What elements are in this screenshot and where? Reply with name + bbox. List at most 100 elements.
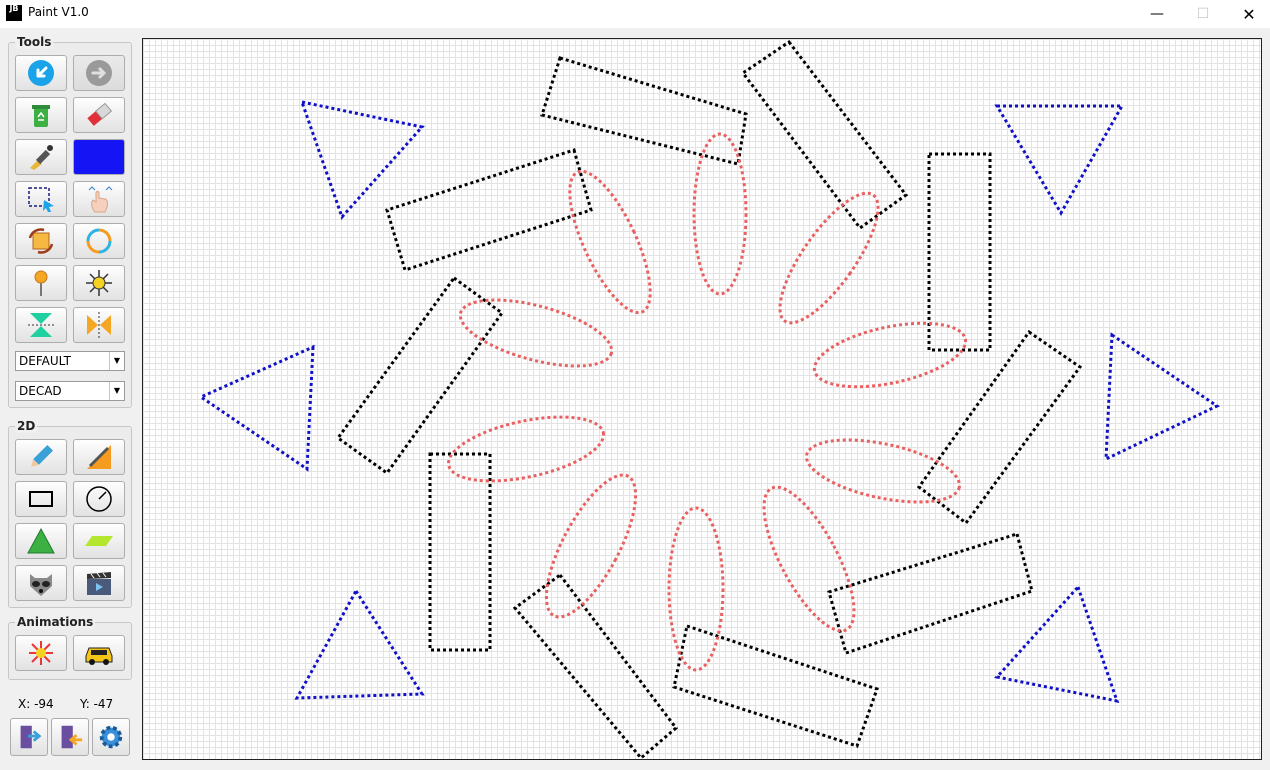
drawing-layer bbox=[197, 39, 1221, 759]
brush-button[interactable] bbox=[15, 139, 67, 175]
recycle-bin-icon bbox=[32, 105, 50, 127]
fireworks-button[interactable] bbox=[15, 635, 67, 671]
clapperboard-button[interactable] bbox=[73, 565, 125, 601]
import-button[interactable] bbox=[10, 718, 48, 756]
sun-icon bbox=[86, 270, 112, 296]
redo-icon bbox=[86, 60, 112, 86]
animations-panel: Animations bbox=[8, 615, 132, 680]
triangle-shape bbox=[994, 104, 1125, 216]
rectangle-shape bbox=[428, 452, 492, 652]
pin-button[interactable] bbox=[15, 265, 67, 301]
minimize-button[interactable]: — bbox=[1150, 6, 1164, 22]
circle-icon bbox=[86, 486, 112, 512]
rectangle-icon bbox=[29, 491, 53, 507]
ellipse-shape bbox=[804, 438, 962, 504]
car-icon bbox=[85, 647, 113, 665]
clapperboard-icon bbox=[87, 572, 111, 595]
ellipse-shape bbox=[544, 473, 638, 619]
flip-horizontal-icon bbox=[87, 312, 111, 338]
tools-panel-title: Tools bbox=[15, 35, 54, 49]
point-button[interactable] bbox=[73, 265, 125, 301]
color-swatch bbox=[74, 140, 124, 174]
y-coordinate: Y: -47 bbox=[80, 697, 114, 711]
pattern-combo[interactable]: DECAD ▼ bbox=[15, 381, 125, 401]
ellipse-shape bbox=[812, 321, 968, 389]
ellipse-shape bbox=[762, 485, 856, 633]
raccoon-icon bbox=[30, 574, 52, 596]
rectangle-shape bbox=[335, 275, 505, 476]
triangle-shape bbox=[994, 584, 1120, 703]
parallelogram-icon bbox=[85, 536, 113, 546]
circular-arrows-icon bbox=[86, 228, 112, 254]
undo-button[interactable] bbox=[15, 55, 67, 91]
2d-panel-title: 2D bbox=[15, 419, 38, 433]
rectangle-shape bbox=[740, 39, 909, 231]
ellipse-shape bbox=[458, 298, 614, 368]
car-button[interactable] bbox=[73, 635, 125, 671]
animations-panel-title: Animations bbox=[15, 615, 96, 629]
triangle-shape bbox=[299, 99, 425, 220]
rotate-shape-button[interactable] bbox=[73, 223, 125, 259]
undo-icon bbox=[28, 60, 54, 86]
tools-panel: Tools bbox=[8, 35, 132, 408]
rectangle-shape bbox=[385, 148, 593, 272]
rectangle-shape bbox=[540, 56, 748, 166]
settings-button[interactable] bbox=[92, 718, 130, 756]
rectangle-shape bbox=[916, 329, 1083, 526]
chevron-down-icon[interactable]: ▼ bbox=[109, 352, 124, 370]
triangle-shape bbox=[1104, 332, 1221, 462]
brush-icon bbox=[30, 145, 53, 170]
eraser-icon bbox=[87, 102, 113, 126]
clear-button[interactable] bbox=[15, 97, 67, 133]
rectangle-shape bbox=[827, 532, 1034, 655]
export-icon bbox=[61, 725, 83, 749]
maximize-button[interactable]: ☐ bbox=[1196, 6, 1210, 22]
pencil-icon bbox=[31, 444, 54, 467]
gear-icon bbox=[99, 725, 123, 749]
style-combo-value: DEFAULT bbox=[19, 354, 71, 368]
style-combo[interactable]: DEFAULT ▼ bbox=[15, 351, 125, 371]
pencil-button[interactable] bbox=[15, 439, 67, 475]
move-hand-icon bbox=[88, 186, 113, 213]
rotate-icon bbox=[28, 228, 54, 254]
window-title: Paint V1.0 bbox=[28, 5, 89, 19]
drawing-canvas[interactable] bbox=[142, 38, 1262, 760]
rectangle-shape bbox=[927, 152, 992, 352]
ruler-pencil-icon bbox=[87, 445, 111, 469]
ellipse-shape bbox=[778, 191, 880, 325]
color-picker-button[interactable] bbox=[73, 139, 125, 175]
flip-vertical-button[interactable] bbox=[15, 307, 67, 343]
eraser-button[interactable] bbox=[73, 97, 125, 133]
select-area-icon bbox=[28, 187, 54, 212]
2d-panel: 2D bbox=[8, 419, 132, 608]
import-icon bbox=[20, 725, 42, 749]
ellipse-shape bbox=[692, 132, 748, 296]
rectangle-shape bbox=[672, 624, 879, 748]
x-coordinate: X: -94 bbox=[18, 697, 54, 711]
triangle-icon bbox=[27, 527, 55, 554]
parallelogram-button[interactable] bbox=[73, 523, 125, 559]
rotate-button[interactable] bbox=[15, 223, 67, 259]
ellipse-shape bbox=[568, 169, 652, 315]
pattern-combo-value: DECAD bbox=[19, 384, 62, 398]
fireworks-icon bbox=[29, 641, 53, 665]
triangle-shape bbox=[294, 588, 425, 700]
title-bar: JB Paint V1.0 — ☐ ✕ bbox=[0, 0, 1270, 28]
export-button[interactable] bbox=[51, 718, 89, 756]
flip-vertical-icon bbox=[28, 313, 54, 337]
raccoon-button[interactable] bbox=[15, 565, 67, 601]
rectangle-button[interactable] bbox=[15, 481, 67, 517]
close-button[interactable]: ✕ bbox=[1242, 4, 1256, 24]
rectangle-shape bbox=[512, 572, 679, 759]
triangle-button[interactable] bbox=[15, 523, 67, 559]
line-button[interactable] bbox=[73, 439, 125, 475]
flip-horizontal-button[interactable] bbox=[73, 307, 125, 343]
ellipse-shape bbox=[667, 506, 725, 672]
redo-button[interactable] bbox=[73, 55, 125, 91]
ellipse-shape bbox=[447, 415, 605, 483]
pin-icon bbox=[34, 270, 48, 296]
select-button[interactable] bbox=[15, 181, 67, 217]
chevron-down-icon[interactable]: ▼ bbox=[109, 382, 124, 400]
move-button[interactable] bbox=[73, 181, 125, 217]
circle-button[interactable] bbox=[73, 481, 125, 517]
